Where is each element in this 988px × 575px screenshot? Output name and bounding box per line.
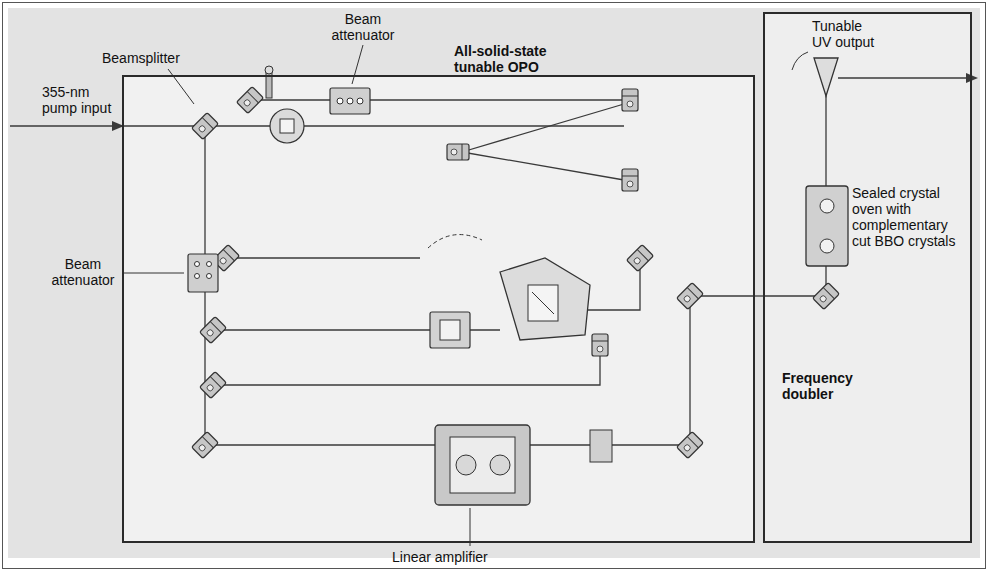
beam-line <box>689 304 690 437</box>
part-label: Beamsplitter <box>102 50 180 66</box>
beam-line <box>462 104 624 180</box>
beam-line <box>250 99 624 100</box>
leader-line <box>123 45 470 546</box>
opo-crystal-assembly <box>428 235 590 348</box>
rotation-stage <box>280 119 294 133</box>
mirror-mount <box>592 334 608 356</box>
output-arrowhead <box>966 73 978 83</box>
frequency-doubler-optics <box>792 52 808 70</box>
mirror-mount <box>622 89 638 111</box>
leader-line <box>352 45 363 84</box>
beam-line <box>232 257 420 258</box>
mirror-mount <box>192 432 219 459</box>
opo-crystal-assembly <box>430 312 470 348</box>
mirror-mount <box>622 169 638 191</box>
opo-crystal-assembly <box>528 285 558 321</box>
beam-attenuator <box>195 274 200 279</box>
rotation-stage <box>265 66 273 74</box>
opo-housing-fill <box>122 75 755 543</box>
beam-line <box>10 125 198 126</box>
doubler-housing: Frequency doubler <box>763 12 972 543</box>
mirror-mount <box>627 245 654 272</box>
mirror-mount <box>677 283 704 310</box>
frequency-doubler-optics <box>814 58 838 96</box>
outer-frame <box>3 3 986 569</box>
linear-amplifier <box>456 455 476 475</box>
beam-attenuator <box>330 88 370 114</box>
beam-attenuator <box>188 254 218 292</box>
beam-line <box>698 295 755 296</box>
beam-connector <box>755 295 763 296</box>
part-label: Linear amplifier <box>392 549 488 565</box>
linear-amplifier <box>490 455 510 475</box>
mirror-mount <box>200 372 227 399</box>
beam-line <box>763 295 820 296</box>
beam-attenuator <box>207 262 212 267</box>
beam-attenuator <box>337 98 343 104</box>
opo-crystal-assembly <box>532 292 554 314</box>
part-label: Beam attenuator <box>326 11 400 43</box>
part-label: Sealed crystal oven with complementary c… <box>852 185 964 249</box>
beam-attenuator <box>188 88 370 292</box>
beam-attenuator <box>195 262 200 267</box>
part-label: Beam attenuator <box>46 256 120 288</box>
opo-crystal-assembly <box>440 320 460 340</box>
mirror-mount <box>677 432 704 459</box>
frequency-doubler-optics <box>792 52 848 266</box>
mirror-mount <box>200 317 227 344</box>
beam-attenuator <box>347 98 353 104</box>
opo-crystal-assembly <box>428 235 482 248</box>
beam-line <box>10 78 966 445</box>
beam-line <box>585 265 640 310</box>
frequency-doubler-optics <box>806 186 848 266</box>
frequency-doubler-optics <box>820 199 834 213</box>
beam-attenuator <box>207 274 212 279</box>
mirror-mount <box>237 87 264 114</box>
housing-heading: Frequency doubler <box>782 370 862 402</box>
mirror-mount <box>192 87 840 459</box>
input-label: 355-nm pump input <box>42 84 118 116</box>
linear-amplifier <box>590 430 612 462</box>
leader-line <box>470 508 471 546</box>
beam-attenuator <box>357 98 363 104</box>
rotation-stage <box>270 109 304 143</box>
opo-crystal-assembly <box>500 258 590 340</box>
mirror-mount <box>447 144 469 160</box>
housing-heading: All-solid-state tunable OPO <box>454 43 584 75</box>
rotation-stage <box>265 66 304 143</box>
beam-line <box>220 350 600 385</box>
doubler-housing-fill <box>763 12 972 543</box>
opo-housing: All-solid-state tunable OPO <box>122 75 755 543</box>
linear-amplifier <box>435 425 530 505</box>
linear-amplifier <box>435 425 612 505</box>
output-label: Tunable UV output <box>812 18 882 50</box>
mirror-mount <box>813 283 840 310</box>
beam-line <box>838 77 966 78</box>
leader-line <box>123 273 184 274</box>
frequency-doubler-optics <box>820 239 834 253</box>
mirror-mount <box>192 113 219 140</box>
linear-amplifier <box>450 437 515 493</box>
stippled-ground <box>8 8 980 558</box>
